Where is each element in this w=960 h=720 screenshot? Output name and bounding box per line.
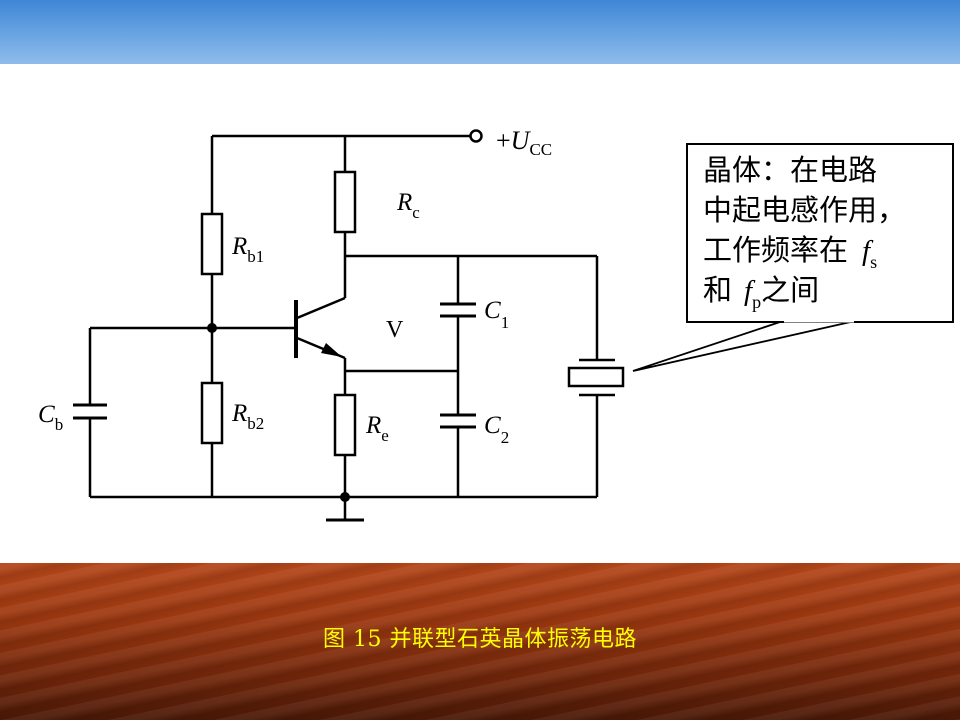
label-c1: C1 xyxy=(484,297,509,332)
capacitor-c1 xyxy=(440,302,476,318)
quartz-crystal xyxy=(567,358,625,397)
label-c2: C2 xyxy=(484,412,509,447)
top-decor-band xyxy=(0,0,960,64)
transistor xyxy=(294,296,346,360)
label-cb: Cb xyxy=(38,401,63,434)
figure-caption: 图 15 并联型石英晶体振荡电路 xyxy=(323,627,637,652)
capacitor-c2 xyxy=(440,413,476,429)
bottom-decor-band xyxy=(0,563,960,720)
resistor-rc xyxy=(333,170,357,234)
label-rc: Rc xyxy=(396,189,420,222)
callout-line-2: 中起电感作用， xyxy=(703,193,906,227)
supply-terminal xyxy=(469,129,483,143)
resistor-re xyxy=(333,393,357,457)
resistor-rb2 xyxy=(200,381,224,445)
callout-pointer xyxy=(632,320,856,372)
emitter-arrow xyxy=(321,343,342,357)
label-rb1: Rb1 xyxy=(231,233,264,266)
label-rb2: Rb2 xyxy=(231,400,264,433)
junction-dot-ground xyxy=(340,492,350,502)
callout-line-1: 晶体：在电路 xyxy=(703,153,877,187)
junction-dot-base xyxy=(207,323,217,333)
label-re: Re xyxy=(365,412,389,445)
label-transistor: V xyxy=(386,317,404,343)
supply-label: +UCC xyxy=(496,126,552,159)
resistor-rb1 xyxy=(200,212,224,276)
capacitor-cb xyxy=(73,403,107,420)
callout-box xyxy=(686,143,954,323)
